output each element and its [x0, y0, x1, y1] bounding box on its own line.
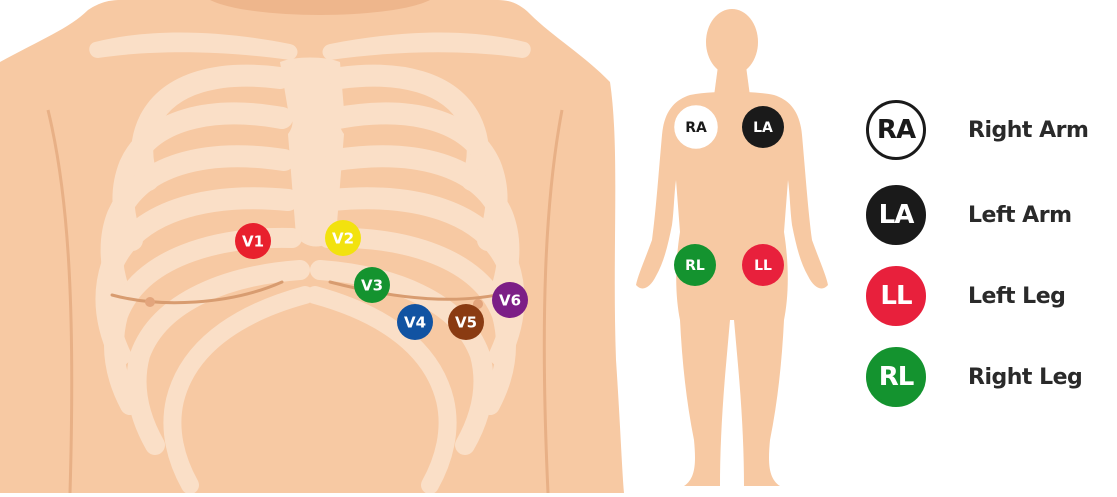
- body-head: [706, 9, 758, 75]
- electrode-ll: LL: [742, 244, 784, 286]
- legend-item-left-arm: LA Left Arm: [866, 185, 1072, 245]
- legend-item-left-leg: LL Left Leg: [866, 266, 1065, 326]
- electrode-v4-label: V4: [404, 313, 426, 331]
- body-silhouette: [636, 9, 828, 486]
- electrode-v1: V1: [235, 223, 271, 259]
- legend-item-right-leg: RL Right Leg: [866, 347, 1082, 407]
- electrode-v3-label: V3: [361, 276, 383, 294]
- body-neck: [714, 66, 750, 96]
- legend-label-right-leg: Right Leg: [968, 365, 1082, 390]
- electrode-la-label: LA: [753, 120, 773, 136]
- body-torso: [636, 92, 828, 486]
- legend-item-right-arm: RA Right Arm: [866, 100, 1088, 160]
- electrode-v4: V4: [397, 304, 433, 340]
- legend-label-right-arm: Right Arm: [968, 118, 1088, 143]
- electrode-v2: V2: [325, 220, 361, 256]
- electrode-la: LA: [742, 106, 784, 148]
- chest-illustration: [0, 0, 624, 493]
- electrode-rl-label: RL: [685, 258, 705, 274]
- electrode-ra: RA: [675, 106, 717, 148]
- legend-badge-la: LA: [866, 185, 926, 245]
- legend-badge-ra: RA: [866, 100, 926, 160]
- electrode-ll-label: LL: [754, 258, 772, 274]
- electrode-v5: V5: [448, 304, 484, 340]
- electrode-v3: V3: [354, 267, 390, 303]
- legend-badge-rl: RL: [866, 347, 926, 407]
- legend-badge-ll: LL: [866, 266, 926, 326]
- electrode-ra-label: RA: [685, 120, 707, 136]
- electrode-v6-label: V6: [499, 291, 521, 309]
- electrode-v2-label: V2: [332, 229, 354, 247]
- legend: RA Right Arm LA Left Arm LL Left Leg RL …: [866, 0, 1117, 493]
- electrode-rl: RL: [674, 244, 716, 286]
- electrode-v1-label: V1: [242, 232, 264, 250]
- electrode-v6: V6: [492, 282, 528, 318]
- nipple-left: [145, 297, 155, 307]
- legend-label-left-leg: Left Leg: [968, 284, 1065, 309]
- electrode-v5-label: V5: [455, 313, 477, 331]
- legend-label-left-arm: Left Arm: [968, 203, 1072, 228]
